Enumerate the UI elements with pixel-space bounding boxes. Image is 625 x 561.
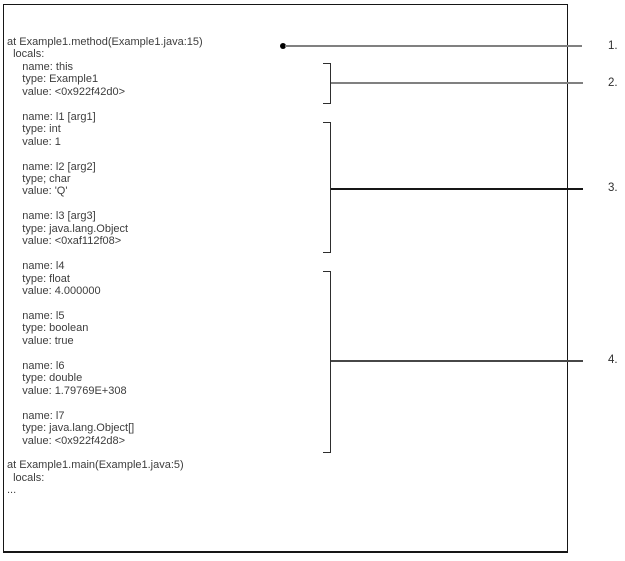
- callout-line-1: [285, 45, 582, 47]
- callout-label-4: 4.: [608, 354, 618, 366]
- callout-bracket-2: [323, 63, 331, 104]
- callout-bracket-3: [323, 122, 331, 253]
- callout-dot: [280, 43, 286, 49]
- callout-label-3: 3.: [608, 182, 618, 194]
- callout-line-4: [331, 360, 583, 362]
- callout-label-2: 2.: [608, 77, 618, 89]
- callout-line-2: [331, 82, 583, 84]
- callout-label-1: 1.: [608, 40, 618, 52]
- stack-trace-listing: at Example1.method(Example1.java:15) loc…: [7, 36, 203, 497]
- callout-bracket-4: [323, 271, 331, 453]
- stack-trace-box: [3, 4, 568, 553]
- callout-line-3: [331, 188, 583, 190]
